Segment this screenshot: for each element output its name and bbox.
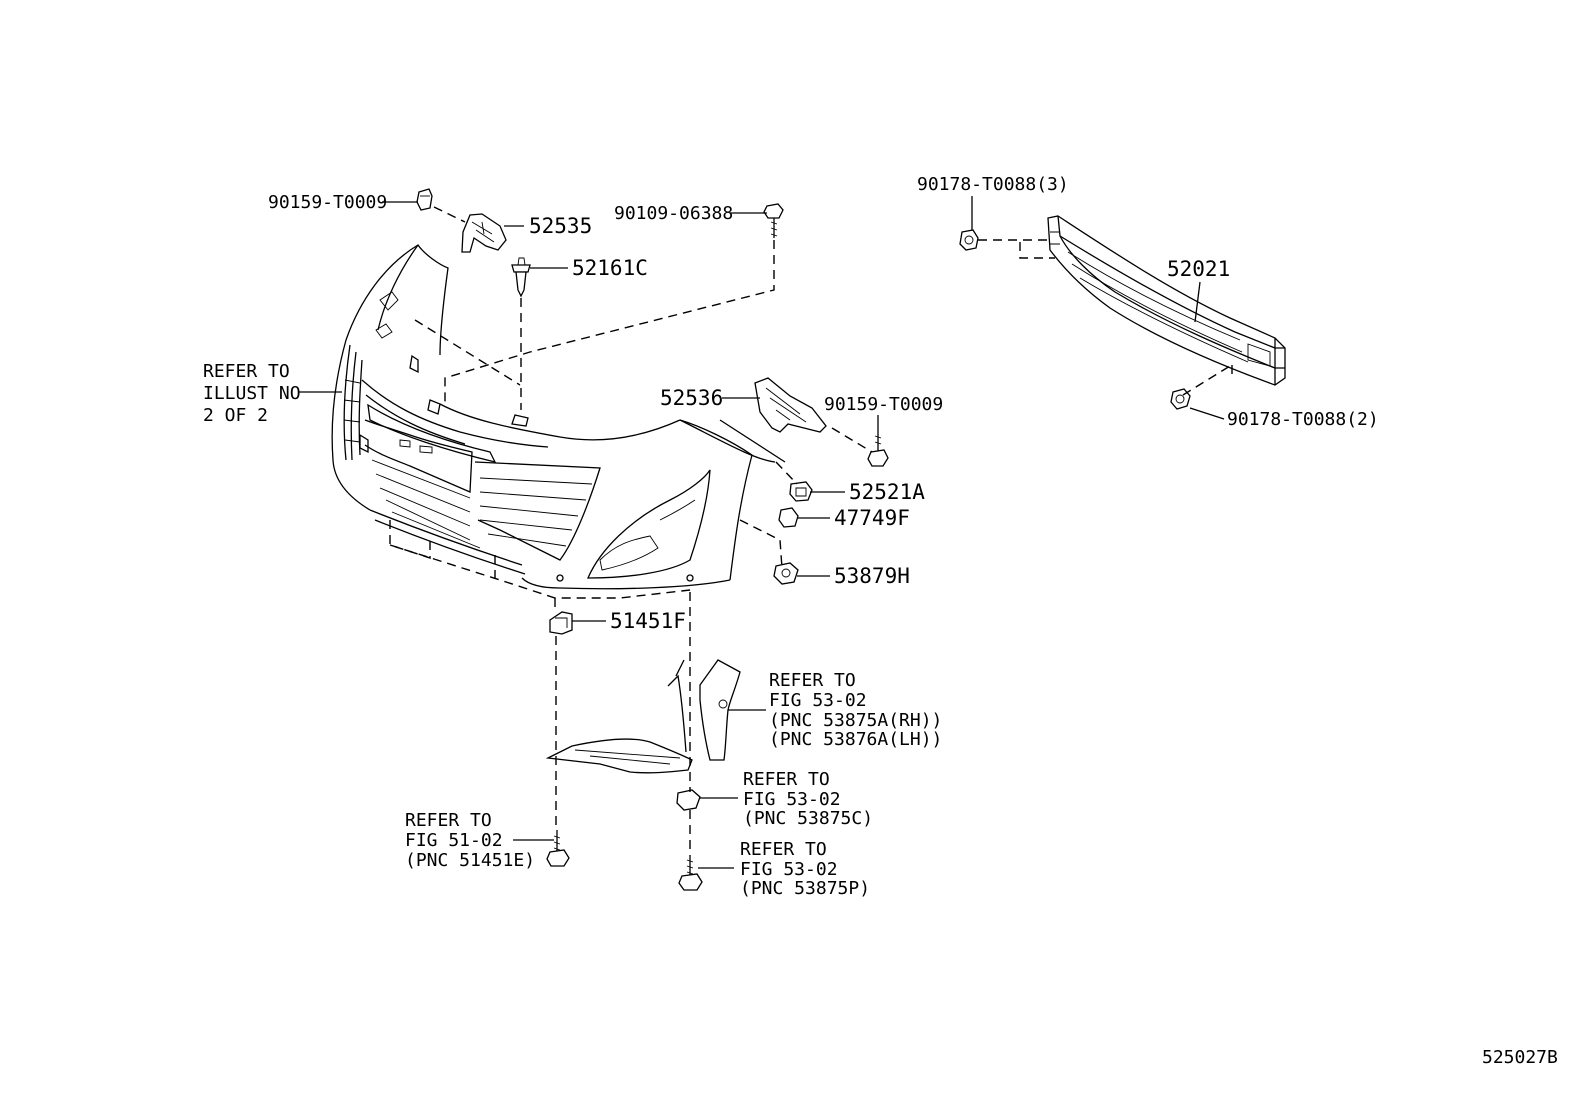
bolt-90109-icon: [763, 203, 784, 238]
bumper-reinforcement-52021: [1047, 215, 1286, 386]
nut-90178-3-icon: [959, 229, 979, 251]
refer-51451e-line2: FIG 51-02: [405, 830, 503, 851]
label-90109: 90109-06388: [614, 203, 733, 224]
leader-lines: [298, 196, 1225, 869]
part-labels: 90159-T0009 52535 90109-06388 52161C 901…: [203, 174, 1558, 1068]
refer-53875p-line2: FIG 53-02: [740, 859, 838, 880]
refer-illust-line2: ILLUST NO: [203, 383, 301, 404]
clip-52161c-icon: [511, 257, 531, 298]
screw-53875p-icon: [678, 856, 703, 891]
lower-engine-cover: [545, 659, 741, 774]
refer-53875c-line2: FIG 53-02: [743, 789, 841, 810]
bracket-52535-icon: [461, 213, 507, 253]
refer-illust-line1: REFER TO: [203, 361, 290, 382]
front-bumper-cover: [331, 244, 776, 590]
retainer-53879h-icon: [773, 562, 799, 585]
refer-53875c-line1: REFER TO: [743, 769, 830, 790]
refer-51451e-line3: (PNC 51451E): [405, 850, 535, 871]
label-47749f: 47749F: [834, 506, 910, 530]
dashed-assembly-lines: [389, 206, 1233, 856]
label-90178-2: 90178-T0088(2): [1227, 409, 1379, 430]
label-90159-right: 90159-T0009: [824, 394, 943, 415]
figure-id: 525027B: [1482, 1047, 1558, 1068]
refer-53875a-line4: (PNC 53876A(LH)): [769, 729, 942, 750]
clip-51451f-icon: [549, 611, 573, 635]
refer-53875a-line1: REFER TO: [769, 670, 856, 691]
refer-53875a-line3: (PNC 53875A(RH)): [769, 710, 942, 731]
refer-53875p-line3: (PNC 53875P): [740, 878, 870, 899]
refer-53875p-line1: REFER TO: [740, 839, 827, 860]
label-52021: 52021: [1167, 257, 1230, 281]
screw-51451e-icon: [546, 830, 570, 867]
label-51451f: 51451F: [610, 609, 686, 633]
refer-53875c-line3: (PNC 53875C): [743, 808, 873, 829]
cap-47749f-icon: [778, 507, 799, 528]
refer-illust-line3: 2 OF 2: [203, 405, 268, 426]
refer-51451e-line1: REFER TO: [405, 810, 492, 831]
label-53879h: 53879H: [834, 564, 910, 588]
label-52521a: 52521A: [849, 480, 925, 504]
label-52536: 52536: [660, 386, 723, 410]
clip-53875c-icon: [676, 789, 701, 811]
bracket-52536-icon: [754, 377, 827, 433]
clip-52521a-icon: [789, 481, 813, 502]
label-90178-3: 90178-T0088(3): [917, 174, 1069, 195]
label-52161c: 52161C: [572, 256, 648, 280]
label-52535: 52535: [529, 214, 592, 238]
bolt-90159-right-icon: [867, 430, 889, 467]
label-90159-top: 90159-T0009: [268, 192, 387, 213]
clip-90159-top-icon: [416, 188, 433, 211]
refer-53875a-line2: FIG 53-02: [769, 690, 867, 711]
